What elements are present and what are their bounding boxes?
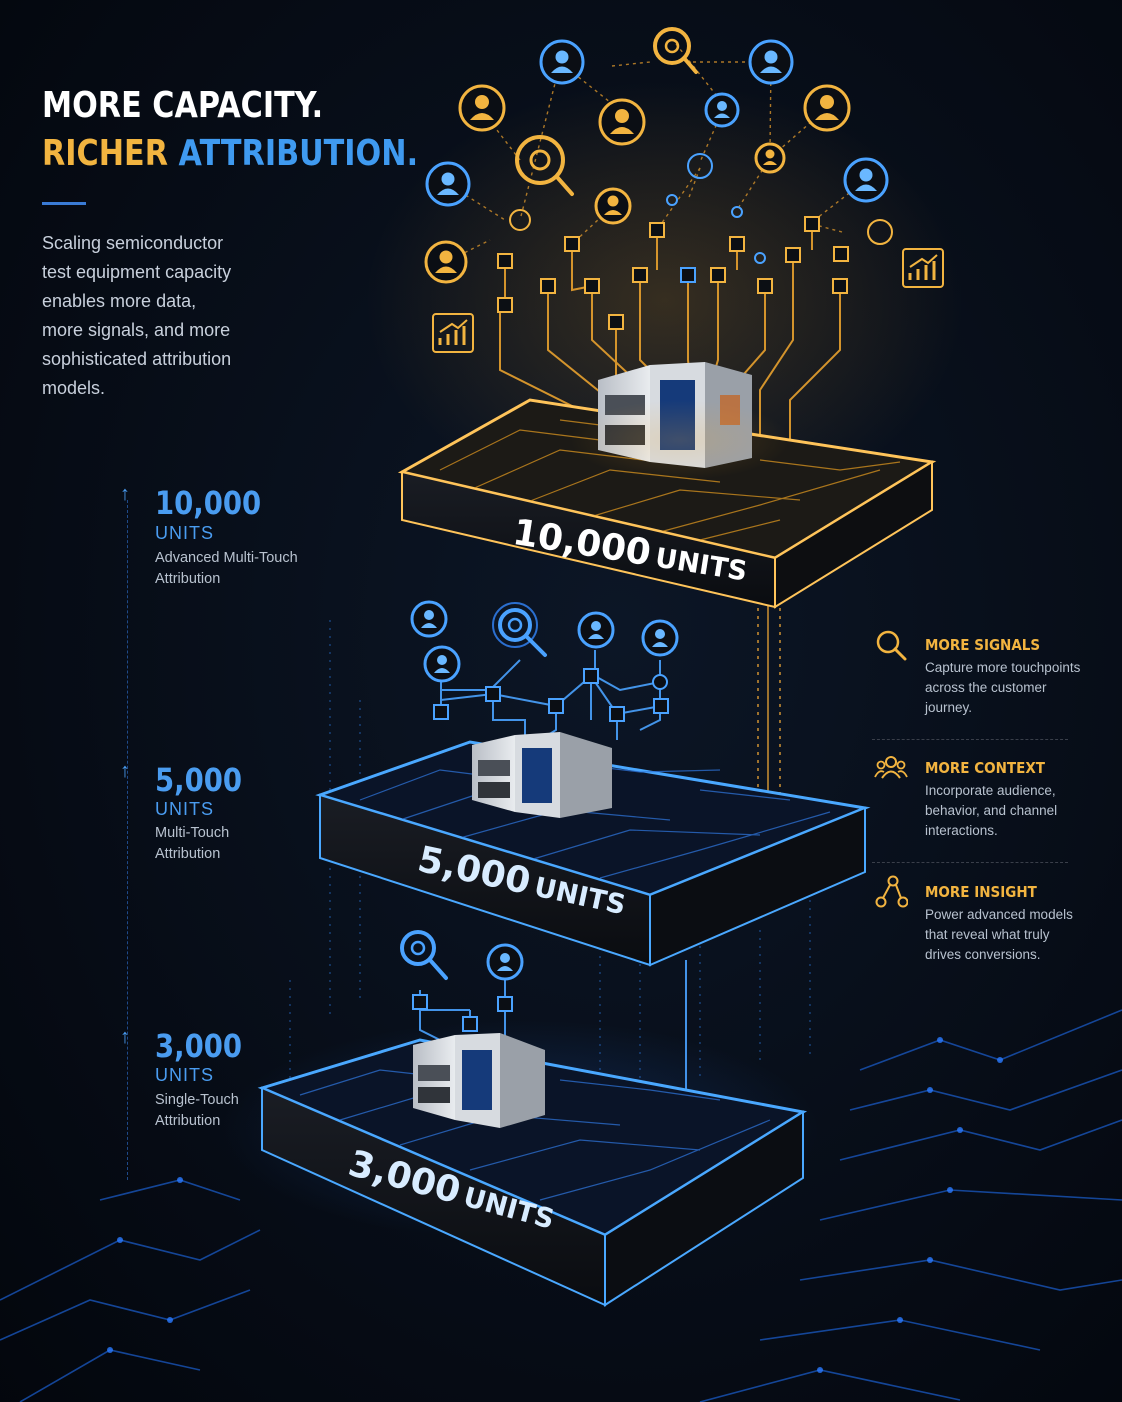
user-icons-blue (425, 39, 889, 207)
benefit-description: Power advanced models that reveal what t… (925, 905, 1095, 965)
benefit-separator (872, 862, 1068, 863)
benefit-description: Incorporate audience, behavior, and chan… (925, 781, 1095, 841)
tier-value: 10,000 (155, 484, 262, 522)
tier-timeline-line (127, 500, 128, 1180)
tier-value: 3,000 (155, 1027, 243, 1065)
benefit-desc-line: that reveal what truly (925, 927, 1050, 942)
magnifier-icons-gold (515, 27, 698, 196)
benefit-title: MORE SIGNALS (925, 636, 1041, 654)
platform-5000 (315, 740, 871, 967)
tier-unit: UNITS (155, 799, 214, 819)
headline-line1: MORE CAPACITY. (42, 85, 324, 126)
intro-line: Scaling semiconductor (42, 233, 224, 253)
user-icons-middle (410, 600, 679, 683)
intro-line: test equipment capacity (42, 262, 232, 282)
tier-description: Single-Touch Attribution (155, 1090, 335, 1132)
chart-badge-icons (432, 248, 944, 353)
magnifier-icon-middle (492, 602, 547, 657)
tier-description: Multi-Touch Attribution (155, 823, 335, 865)
tier-desc-line: Attribution (155, 846, 221, 862)
intro-line: models. (42, 378, 106, 398)
benefit-desc-line: interactions. (925, 823, 998, 838)
benefit-desc-line: drives conversions. (925, 947, 1041, 962)
tier-desc-line: Multi-Touch (155, 825, 230, 841)
tier-description: Advanced Multi-Touch Attribution (155, 548, 335, 590)
benefit-description: Capture more touchpoints across the cust… (925, 658, 1095, 718)
benefit-desc-line: Incorporate audience, (925, 783, 1056, 798)
headline-word-richer: RICHER (42, 133, 168, 174)
benefit-title: MORE INSIGHT (925, 883, 1037, 901)
intro-line: enables more data, (42, 291, 197, 311)
benefit-desc-line: Capture more touchpoints (925, 660, 1081, 675)
intro-line: sophisticated attribution (42, 349, 232, 369)
tier-value: 5,000 (155, 761, 243, 799)
intro-paragraph: Scaling semiconductor test equipment cap… (42, 229, 282, 403)
arrow-up-icon: ↑ (120, 1026, 130, 1048)
benefit-desc-line: behavior, and channel (925, 803, 1058, 818)
machine-middle (472, 732, 612, 818)
tier-desc-line: Single-Touch (155, 1092, 239, 1108)
arrow-up-icon: ↑ (120, 483, 130, 505)
user-icons-gold (424, 84, 851, 284)
tier-desc-line: Attribution (155, 1113, 221, 1129)
network-nodes-icon (875, 875, 908, 908)
people-group-icon (874, 756, 908, 779)
headline-word-attribution: ATTRIBUTION. (178, 133, 419, 174)
tier-unit: UNITS (155, 1065, 214, 1085)
benefit-desc-line: Power advanced models (925, 907, 1073, 922)
headline-line2: RICHER ATTRIBUTION. (42, 136, 418, 172)
tier-desc-line: Advanced Multi-Touch (155, 550, 298, 566)
tier-unit: UNITS (155, 523, 214, 543)
magnifier-icon (876, 630, 907, 661)
benefit-desc-line: across the customer (925, 680, 1047, 695)
headline-divider (42, 202, 86, 205)
intro-line: more signals, and more (42, 320, 231, 340)
benefit-desc-line: journey. (925, 700, 973, 715)
benefit-title: MORE CONTEXT (925, 759, 1045, 777)
tier-desc-line: Attribution (155, 571, 221, 587)
platform-3000 (257, 1038, 808, 1307)
arrow-up-icon: ↑ (120, 760, 130, 782)
machine-bottom (413, 1033, 545, 1128)
benefit-separator (872, 739, 1068, 740)
